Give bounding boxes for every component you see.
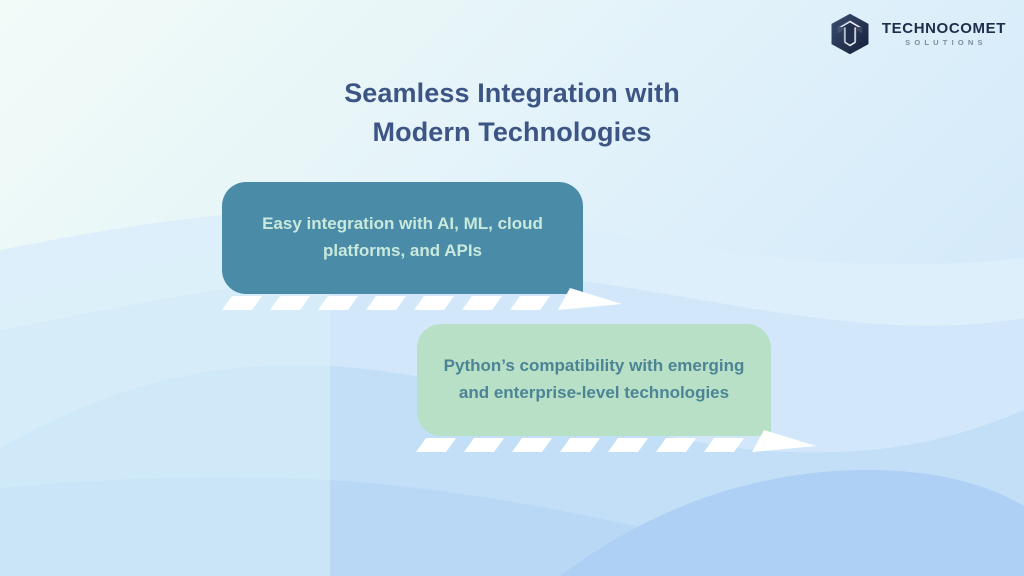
wave-layer-6 [0, 243, 330, 576]
page-title-line-2: Modern Technologies [372, 117, 652, 148]
brand-wordmark: TECHNOCOMET SOLUTIONS [882, 19, 1006, 49]
brand-tagline: SOLUTIONS [905, 37, 987, 47]
dashed-arrow-right-2 [416, 430, 816, 452]
hexagon-up-arrow-icon [831, 13, 869, 55]
page-title-line-1: Seamless Integration with [344, 78, 680, 109]
brand-logo: TECHNOCOMET SOLUTIONS [828, 12, 1006, 56]
feature-card-integration-text: Easy integration with AI, ML, cloud plat… [262, 214, 543, 260]
dashed-arrow-right-1 [222, 288, 622, 310]
feature-card-compatibility: Python’s compatibility with emerging and… [417, 324, 771, 436]
brand-name: TECHNOCOMET [881, 20, 1006, 38]
page-title: Seamless Integration with Modern Technol… [0, 74, 1024, 152]
wave-layer-5 [560, 469, 1024, 576]
feature-card-compatibility-text: Python’s compatibility with emerging and… [443, 356, 745, 402]
feature-card-integration: Easy integration with AI, ML, cloud plat… [222, 182, 583, 294]
